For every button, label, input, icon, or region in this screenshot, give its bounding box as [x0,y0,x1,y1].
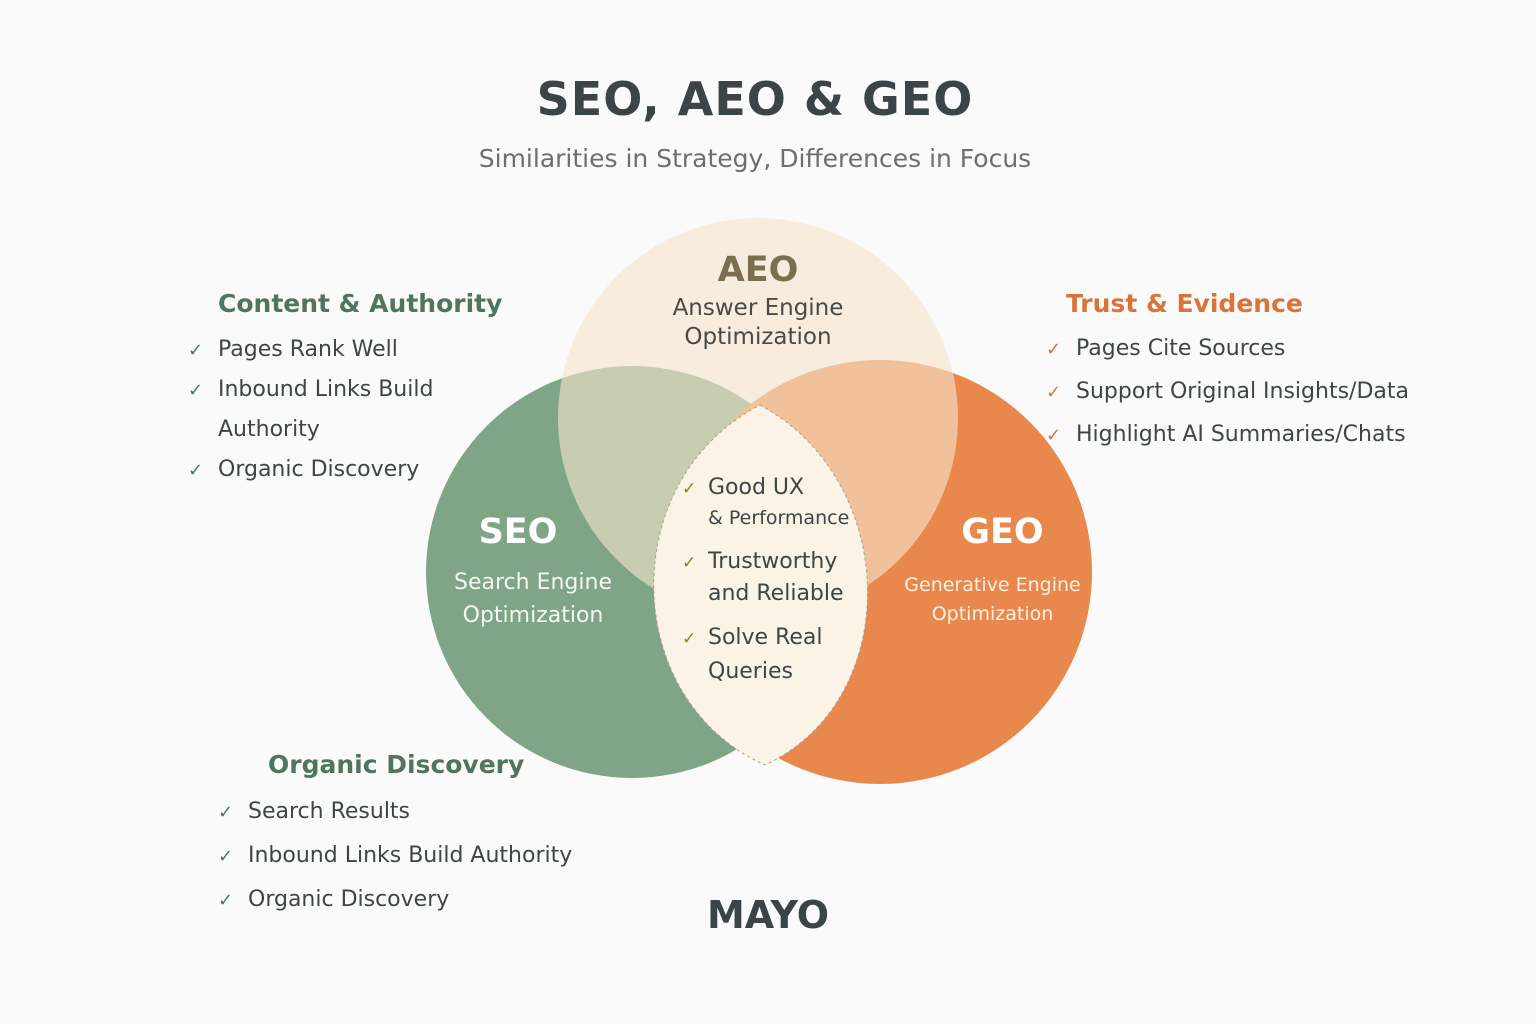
check-icon: ✓ [188,380,204,401]
center-item-line2: Queries [708,659,793,684]
center-item-line2: & Performance [708,507,850,529]
list-item: Inbound Links Build Authority [248,843,573,868]
check-icon: ✓ [218,802,234,823]
check-icon: ✓ [682,629,697,649]
center-list: ✓ Good UX & Performance ✓ Trustworthy and … [682,473,849,688]
page-title: SEO, AEO & GEO [536,72,974,126]
list-item: Organic Discovery [248,887,450,912]
check-icon: ✓ [188,460,204,481]
list-item: Support Original Insights/Data [1076,379,1409,404]
center-item-line1: Solve Real [708,625,823,650]
trust-evidence-list: ✓ Pages Cite Sources ✓ Support Original In… [1046,329,1409,458]
list-item: Pages Cite Sources [1076,336,1286,361]
list-item-continued: Authority [218,417,320,442]
check-icon: ✓ [682,553,697,573]
center-item: ✓ Trustworthy and Reliable [682,547,849,621]
seo-label: SEO [478,512,558,552]
center-item: ✓ Good UX & Performance [682,473,849,547]
aeo-line1: Answer Engine [672,295,844,321]
center-item: ✓ Solve Real Queries [682,621,849,688]
center-item-line1: Good UX [708,475,805,500]
list-item: Search Results [248,799,411,824]
list-item: Inbound Links Build [218,377,434,402]
center-item-line2: and Reliable [708,581,844,606]
content-authority-heading: Content & Authority [218,289,503,318]
check-icon: ✓ [1046,339,1062,360]
aeo-line2: Optimization [684,324,832,350]
check-icon: ✓ [1046,382,1062,403]
center-overlap [653,404,868,766]
trust-evidence-heading: Trust & Evidence [1066,289,1303,318]
organic-discovery-heading: Organic Discovery [268,750,525,779]
seo-line2: Optimization [462,603,604,628]
seo-line1: Search Engine [454,570,612,595]
check-icon: ✓ [682,479,697,499]
list-item: Pages Rank Well [218,337,398,362]
check-icon: ✓ [1046,425,1062,446]
list-item: Organic Discovery [218,457,420,482]
center-item-line1: Trustworthy [708,549,838,574]
geo-label: GEO [961,512,1044,552]
check-icon: ✓ [218,890,234,911]
seo-description: Search Engine Optimization [418,566,648,632]
brand-logo: MAYO [706,893,830,937]
check-icon: ✓ [218,846,234,867]
geo-line2: Optimization [931,603,1054,625]
page-subtitle: Similarities in Strategy, Differences in… [478,144,1032,173]
list-item: Highlight AI Summaries/Chats [1076,422,1406,447]
content-authority-list: ✓ Pages Rank Well ✓ Inbound Links Build Au… [188,330,433,490]
organic-discovery-list: ✓ Search Results ✓ Inbound Links Build Aut… [218,792,572,924]
check-icon: ✓ [188,340,204,361]
aeo-label: AEO [717,250,799,290]
geo-line1: Generative Engine [904,574,1081,596]
aeo-description: Answer Engine Optimization [608,294,908,352]
geo-description: Generative Engine Optimization [885,571,1100,629]
